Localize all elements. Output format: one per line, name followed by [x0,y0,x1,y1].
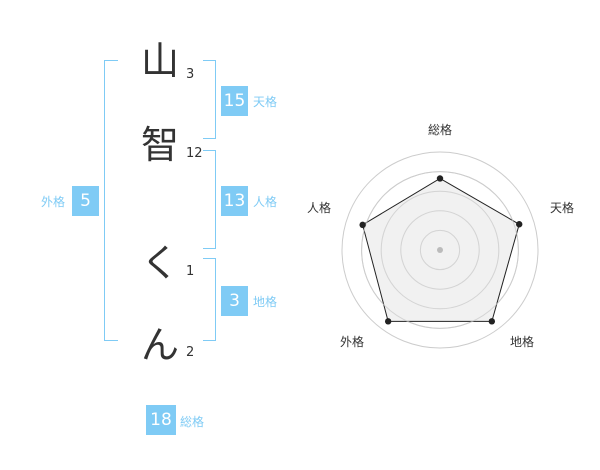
radar-point-0 [436,175,444,182]
radar-point-3 [384,318,392,325]
chikaku-bracket [203,258,216,341]
radar-point-2 [488,318,496,325]
radar-axis-label-tenkaku: 天格 [550,201,575,215]
radar-center-dot [437,247,443,253]
gaikaku-bracket [104,60,118,341]
radar-ring-overlay [400,210,480,290]
tenkaku-bracket [203,60,216,139]
radar-axis-label-soukaku: 総格 [428,123,453,137]
radar-axis-label-chikaku: 地格 [510,335,535,349]
stroke-count-1: 3 [186,67,195,82]
chikaku-value-badge: 3 [221,286,248,316]
tenkaku-label: 天格 [253,95,278,109]
soukaku-value-badge: 18 [146,405,176,435]
gaikaku-value-badge: 5 [72,186,99,216]
jinkaku-value-badge: 13 [221,186,248,216]
stroke-count-4: 2 [186,345,195,360]
stroke-count-3: 1 [186,264,195,279]
stroke-count-2: 12 [186,146,203,161]
gaikaku-label: 外格 [41,195,66,209]
radar-axis-label-jinkaku: 人格 [307,201,332,215]
chikaku-label: 地格 [253,295,278,309]
tenkaku-value-badge: 15 [221,86,248,116]
name-char-4: ん [140,323,179,367]
radar-ring-overlay [419,229,461,271]
jinkaku-bracket [203,150,216,249]
radar-ring-overlay [380,190,500,310]
name-char-2: 智 [140,123,179,167]
jinkaku-label: 人格 [253,195,278,209]
soukaku-label: 総格 [180,415,205,429]
radar-axis-label-gaikaku: 外格 [340,335,365,349]
name-char-3: く [140,241,179,285]
name-char-1: 山 [140,39,179,83]
radar-point-4 [359,221,366,229]
radar-point-1 [516,221,523,228]
radar-ring-overlay [361,171,519,329]
